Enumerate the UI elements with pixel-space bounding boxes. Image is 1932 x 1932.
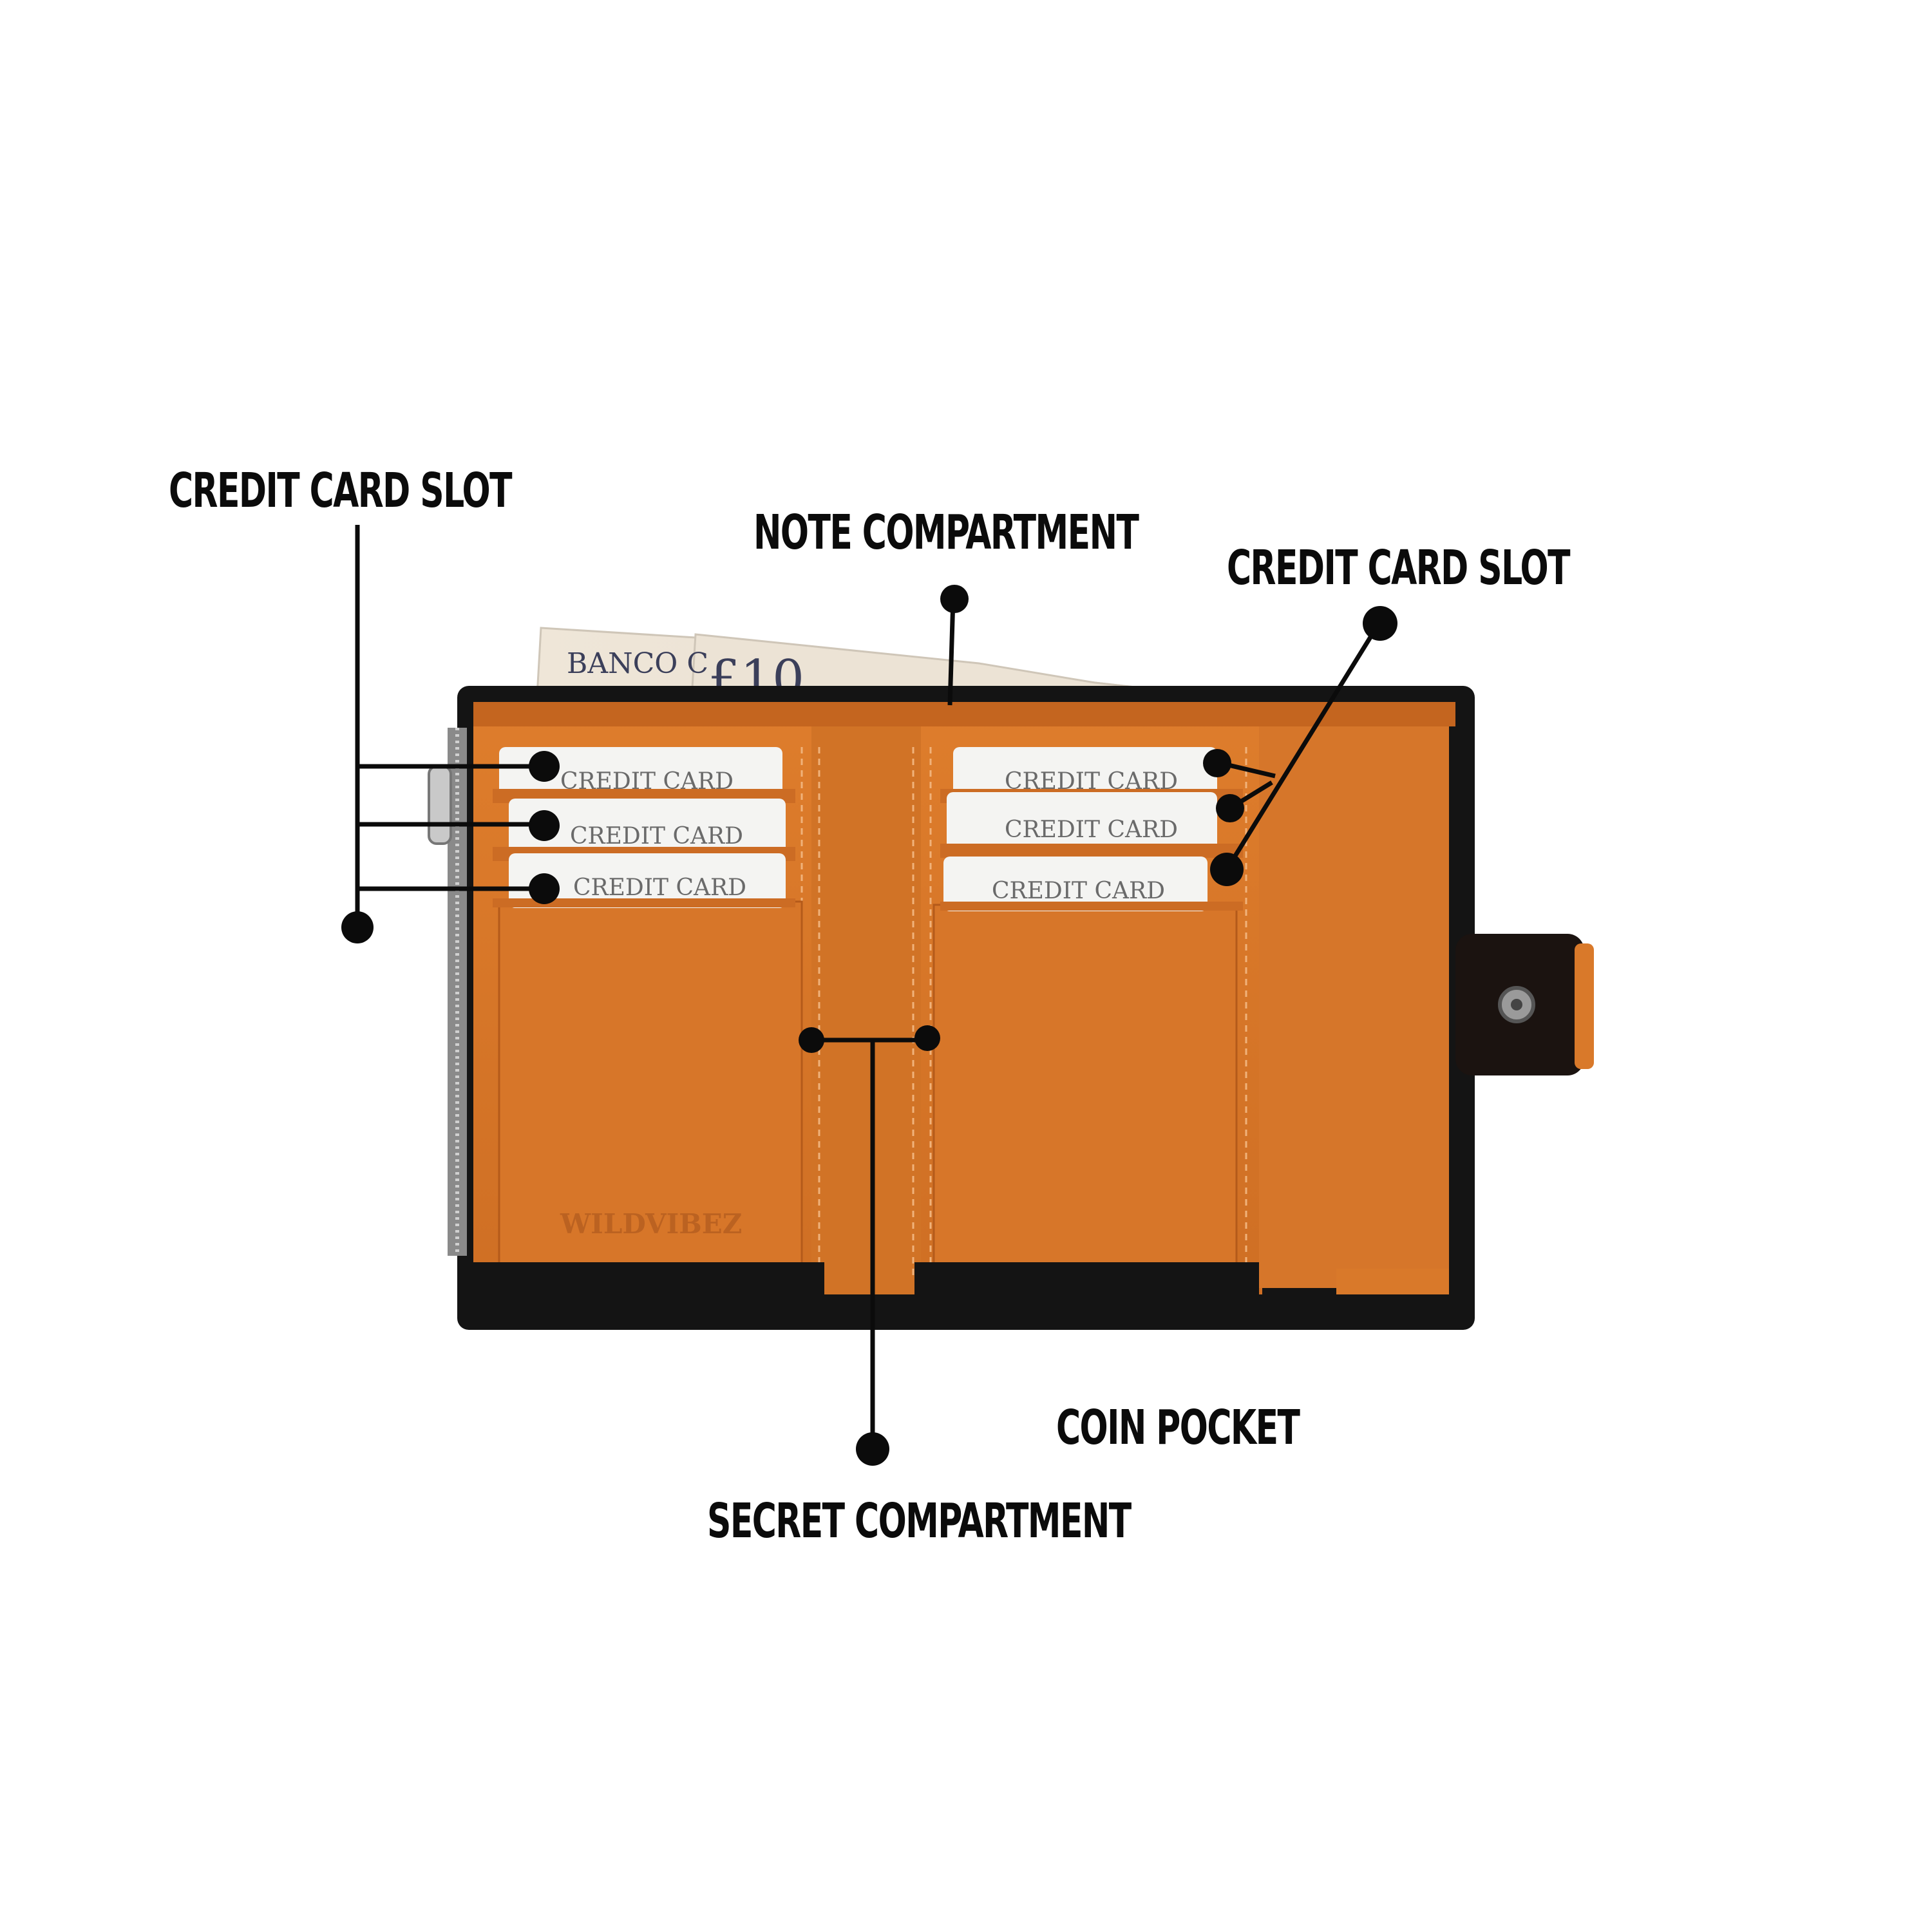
- right-card-1: [953, 747, 1217, 799]
- right-card-2: [947, 792, 1217, 853]
- zipper-pull-icon: [428, 765, 452, 845]
- dot-note-compartment: [940, 585, 969, 613]
- right-card-2-text: CREDIT CARD: [1005, 817, 1178, 843]
- middle-spine: [811, 702, 921, 1294]
- dot-right-card-2: [1216, 794, 1244, 822]
- label-credit-card-slot-left: CREDIT CARD SLOT: [169, 463, 513, 518]
- left-card-2-text: CREDIT CARD: [570, 823, 743, 849]
- right-card-3-text: CREDIT CARD: [992, 878, 1165, 904]
- dot-left-slot-anchor: [341, 911, 374, 943]
- right-card-3: [943, 857, 1208, 911]
- coin-pocket-bottom-edge: [1336, 1269, 1449, 1294]
- left-card-slots: CREDIT CARD CREDIT CARD CREDIT CARD: [493, 747, 795, 908]
- right-card-1-text: CREDIT CARD: [1005, 768, 1178, 795]
- dot-left-card-2: [529, 810, 560, 841]
- label-coin-pocket: COIN POCKET: [1056, 1400, 1300, 1455]
- dot-right-slot-anchor: [1363, 606, 1397, 641]
- dot-right-card-1: [1203, 749, 1231, 777]
- dot-left-card-1: [529, 751, 560, 782]
- label-secret-compartment: SECRET COMPARTMENT: [707, 1493, 1132, 1549]
- right-card-slots: CREDIT CARD CREDIT CARD CREDIT CARD: [940, 747, 1243, 911]
- clasp-tab-edge: [1575, 943, 1594, 1069]
- right-lower-pocket: [933, 904, 1238, 1276]
- brand-emboss: WILDVIBEZ: [560, 1208, 742, 1240]
- left-card-3-text: CREDIT CARD: [573, 875, 746, 901]
- top-lining-strip: [473, 702, 1455, 726]
- dot-secret-left: [799, 1027, 824, 1053]
- banknote-text-1: BANCO C: [567, 647, 708, 680]
- left-card-3: [509, 853, 786, 908]
- label-note-compartment: NOTE COMPARTMENT: [753, 505, 1139, 560]
- dot-left-card-3: [529, 873, 560, 904]
- left-card-1: [499, 747, 782, 799]
- zipper: [428, 728, 467, 1256]
- leader-lines: [355, 525, 1380, 1449]
- left-card-1-text: CREDIT CARD: [560, 768, 734, 795]
- callout-dots: [341, 585, 1397, 1466]
- dot-secret-anchor: [856, 1432, 889, 1466]
- left-card-2: [509, 799, 786, 857]
- dot-right-card-3: [1210, 853, 1244, 886]
- coin-pocket-panel: [1259, 715, 1449, 1288]
- label-credit-card-slot-right: CREDIT CARD SLOT: [1227, 540, 1571, 596]
- dot-secret-right: [914, 1025, 940, 1051]
